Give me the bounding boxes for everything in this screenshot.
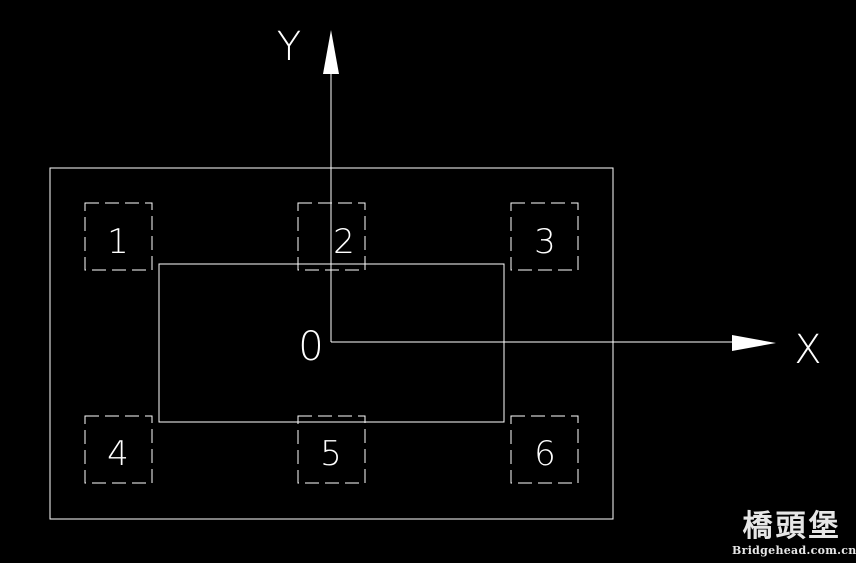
watermark: 橋頭堡 Bridgehead.com.cn [732,509,856,558]
pile-label-1: 1 [107,222,129,262]
origin-label: 0 [298,324,323,370]
pile-labels: 1 2 3 4 5 6 [107,222,556,474]
pile-1-outline [84,202,153,271]
x-axis-arrowhead [732,335,776,351]
y-axis-arrowhead [323,30,339,74]
pile-label-3: 3 [534,222,556,262]
pile-label-5: 5 [320,434,342,474]
watermark-logo: 橋頭堡 [742,509,842,544]
pile-label-2: 2 [333,222,355,262]
x-axis-label: X [794,327,821,373]
pile-4-outline [84,415,153,484]
pile-label-6: 6 [534,434,556,474]
pile-3-outline [510,202,579,271]
watermark-url: Bridgehead.com.cn [732,544,856,557]
pile-6-outline [510,415,579,484]
pile-5-outline [297,415,366,484]
pile-label-4: 4 [107,434,129,474]
y-axis-label: Y [277,24,301,70]
